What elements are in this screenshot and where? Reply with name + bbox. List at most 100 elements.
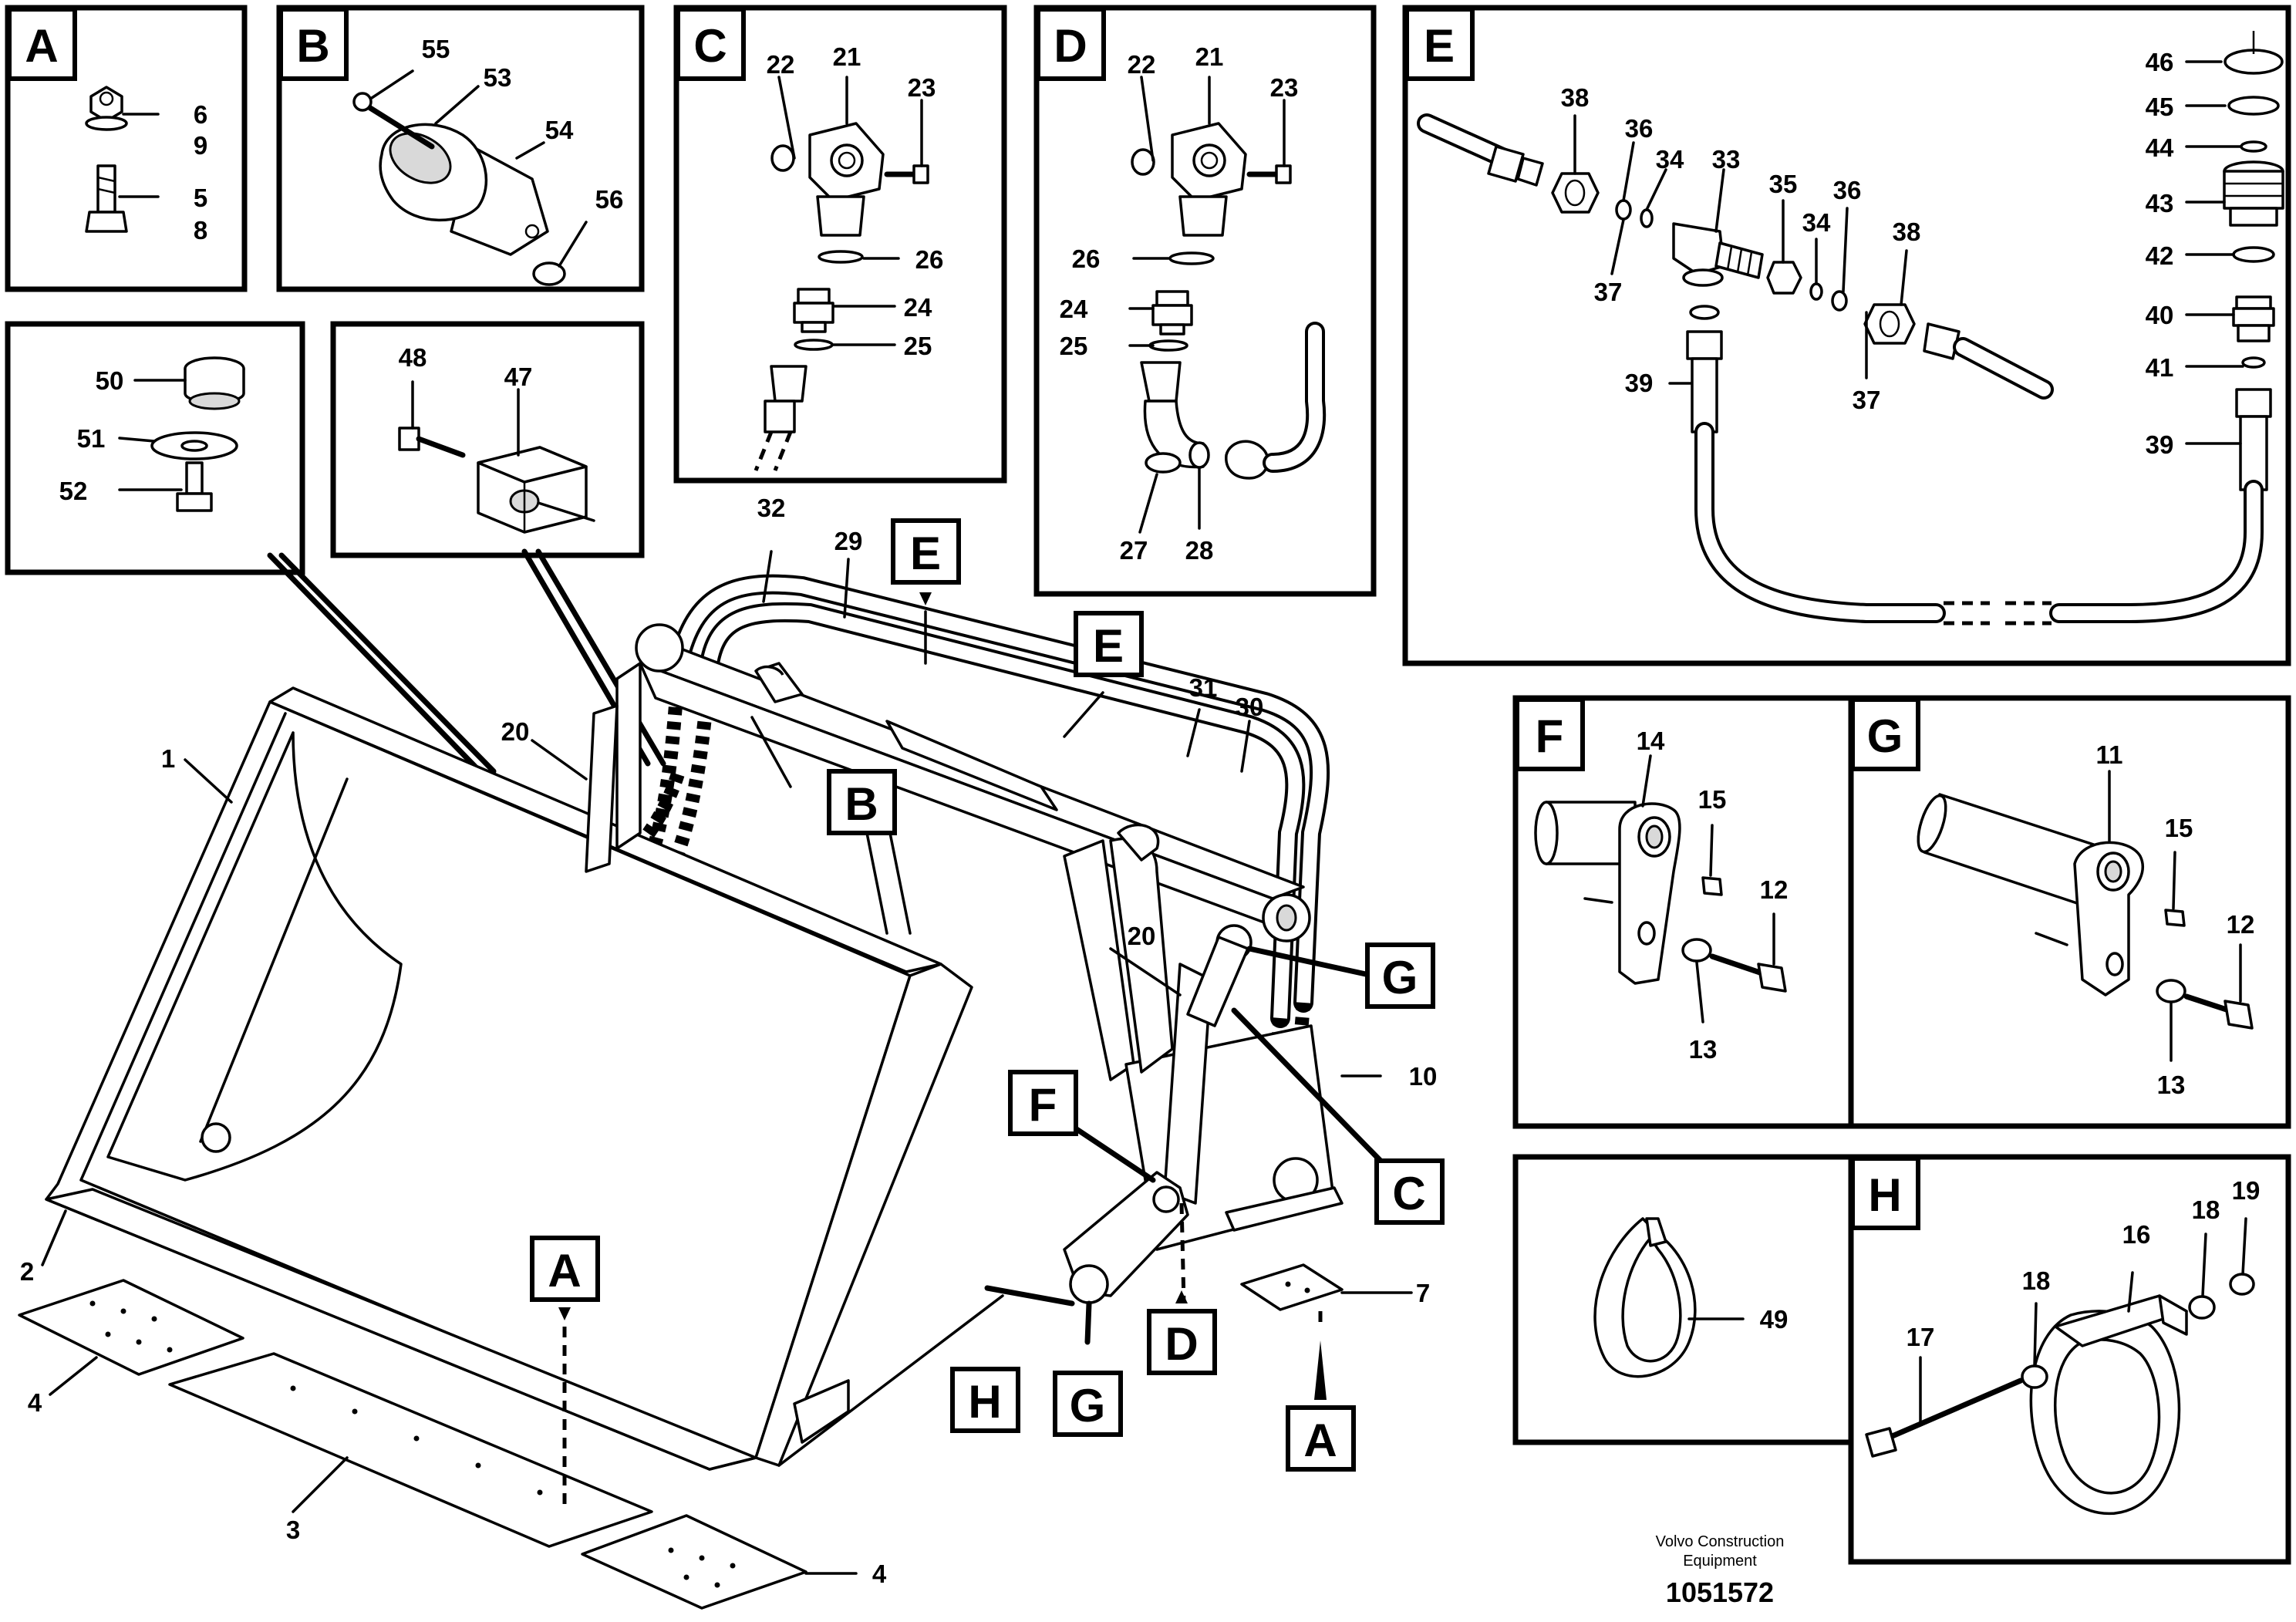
callout-20: 20: [1128, 922, 1156, 950]
callout-17: 17: [1907, 1323, 1935, 1351]
o-ring-icon: [2240, 140, 2267, 153]
callout-38: 38: [1893, 218, 1921, 246]
panel-c-frame: [673, 5, 1007, 484]
callout-53: 53: [484, 63, 512, 92]
panel-b-tag: [278, 7, 349, 81]
callout-1: 1: [161, 744, 175, 773]
callout-25: 25: [1060, 332, 1088, 360]
panel-d-letter: D: [1054, 20, 1087, 72]
callout-4: 4: [28, 1388, 42, 1417]
nipple-icon: [2232, 295, 2275, 342]
callout-8: 8: [194, 216, 207, 244]
svg-text:B: B: [845, 778, 878, 830]
callout-52: 52: [59, 477, 88, 505]
callout-41: 41: [2146, 353, 2174, 382]
callout-34: 34: [1656, 145, 1684, 174]
nut-icon: [532, 261, 566, 286]
o-ring-icon: [1131, 148, 1155, 176]
tag-f: F: [1008, 1070, 1078, 1136]
o-ring-icon: [2241, 356, 2266, 369]
callout-21: 21: [1195, 42, 1224, 71]
panel-d: D: [1033, 5, 1377, 597]
cap-icon: [184, 356, 245, 410]
panel-e-letter: E: [1424, 20, 1455, 72]
tag-a-left: A: [530, 1236, 600, 1320]
callout-26: 26: [915, 245, 944, 274]
screw-icon: [884, 164, 929, 184]
adapter-icon: [2223, 160, 2284, 227]
washer-icon: [1681, 938, 1712, 963]
callout-11: 11: [2096, 740, 2123, 769]
callout-40: 40: [2146, 301, 2174, 329]
callout-13: 13: [1689, 1035, 1718, 1064]
callout-47: 47: [504, 363, 533, 391]
callout-6: 6: [194, 100, 207, 129]
callout-29: 29: [834, 527, 863, 555]
tag-b: B: [827, 769, 897, 835]
panel-h: H 16 18 19 18 17: [1848, 1154, 2291, 1565]
callout-18: 18: [2022, 1266, 2051, 1295]
callout-26: 26: [1072, 244, 1101, 273]
callout-20: 20: [501, 717, 530, 746]
svg-text:A: A: [1303, 1415, 1337, 1466]
seal-icon: [794, 339, 834, 351]
washer-icon: [2188, 1295, 2216, 1320]
callout-39: 39: [1625, 369, 1654, 397]
panel-f: F 14 15 12 13: [1512, 695, 1881, 1129]
o-ring-icon: [1188, 441, 1210, 469]
svg-text:G: G: [1382, 952, 1418, 1003]
pivot-icon: [1152, 1185, 1180, 1213]
drawing-number: 1051572: [1666, 1576, 1774, 1608]
hose-end-icon: [1686, 305, 1723, 433]
callout-15: 15: [2165, 814, 2193, 842]
svg-text:E: E: [910, 528, 941, 579]
panel-h-letter: H: [1868, 1169, 1901, 1221]
callout-2: 2: [20, 1257, 34, 1286]
bolt-holes: [89, 1281, 1310, 1588]
screw-icon: [398, 427, 466, 458]
washer-icon: [1168, 251, 1215, 265]
callout-51: 51: [77, 424, 106, 453]
drain-hole-icon: [201, 1122, 231, 1153]
tag-g-lower: G: [1053, 1371, 1123, 1437]
flange-adapter-icon: [1171, 122, 1247, 237]
bolt-icon: [1865, 1378, 2024, 1458]
bolt-icon: [1709, 953, 1787, 993]
flange-adapter-icon: [808, 122, 885, 237]
cable-tie-icon: [1593, 1217, 1697, 1378]
pivot-pin-icon: [1917, 793, 2145, 996]
callout-56: 56: [595, 185, 624, 214]
panel-d-tag: [1036, 7, 1106, 81]
cylinder-icon: [585, 704, 619, 873]
callout-12: 12: [1760, 875, 1789, 904]
panel-g-letter: G: [1867, 710, 1903, 762]
wear-plate-icon: [581, 1514, 807, 1610]
o-ring-icon: [1809, 282, 1823, 301]
callout-24: 24: [904, 293, 932, 322]
nipple-icon: [1151, 290, 1193, 336]
nut-icon: [2229, 1273, 2255, 1296]
panel-b: B 55 53 54 56: [276, 5, 645, 292]
panel-g-tag: [1850, 697, 1920, 771]
svg-text:E: E: [1093, 620, 1124, 672]
cutting-edge-plate-icon: [168, 1352, 653, 1548]
callout-34: 34: [1802, 208, 1831, 237]
callout-7: 7: [1416, 1279, 1430, 1307]
svg-text:D: D: [1165, 1318, 1198, 1370]
o-ring-icon: [770, 144, 795, 172]
nut-icon: [1551, 172, 1600, 214]
hose-icon: [1225, 322, 1327, 480]
callout-44: 44: [2146, 133, 2174, 162]
callout-43: 43: [2146, 189, 2174, 218]
clamp-icon: [1117, 823, 1160, 862]
callout-19: 19: [2232, 1176, 2261, 1205]
panel-c-tag: [676, 7, 746, 81]
callout-24: 24: [1060, 295, 1088, 323]
callout-22: 22: [767, 50, 795, 79]
callout-28: 28: [1185, 536, 1214, 565]
washer-icon: [818, 250, 864, 264]
callout-13: 13: [2157, 1071, 2186, 1099]
tag-e-lower: E: [1074, 611, 1144, 677]
svg-text:G: G: [1070, 1380, 1106, 1431]
grease-nipple-icon: [1701, 876, 1723, 896]
